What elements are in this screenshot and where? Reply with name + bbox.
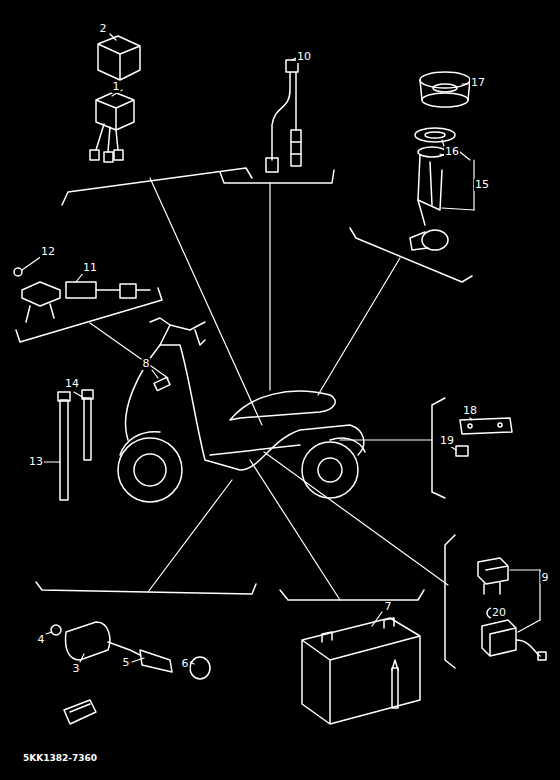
callout-number: 14	[64, 378, 80, 390]
callout-number: 20	[491, 607, 507, 619]
regulator	[478, 558, 546, 660]
relay	[90, 36, 140, 162]
callout-number: 16	[444, 146, 460, 158]
battery	[302, 618, 420, 724]
callout-number: 3	[72, 663, 81, 675]
fuel-sender	[410, 72, 470, 250]
callout-number: 2	[99, 23, 108, 35]
callout-number: 15	[474, 179, 490, 191]
callout-number: 9	[541, 572, 550, 584]
callout-number: 1	[112, 81, 121, 93]
ignition-coil	[51, 622, 210, 724]
bracket-plate	[456, 418, 512, 456]
callout-number: 19	[439, 435, 455, 447]
callout-number: 17	[470, 77, 486, 89]
callout-number: 8	[142, 358, 151, 370]
callout-number: 6	[181, 658, 190, 670]
cable-ties	[58, 390, 93, 500]
callout-number: 10	[296, 51, 312, 63]
callout-number: 5	[122, 657, 131, 669]
group-brackets	[16, 168, 472, 668]
wire-harness-clip	[14, 268, 150, 322]
callout-number: 12	[40, 246, 56, 258]
callout-number: 4	[37, 634, 46, 646]
callout-number: 7	[384, 601, 393, 613]
callout-number: 13	[28, 456, 44, 468]
callout-number: 11	[82, 262, 98, 274]
part-code: 5KK1382-7360	[22, 752, 98, 764]
leader-lines	[22, 34, 540, 664]
callout-number: 18	[462, 405, 478, 417]
group-lines	[90, 178, 448, 600]
sensor-lead	[266, 60, 301, 172]
scooter-outline	[118, 318, 365, 502]
